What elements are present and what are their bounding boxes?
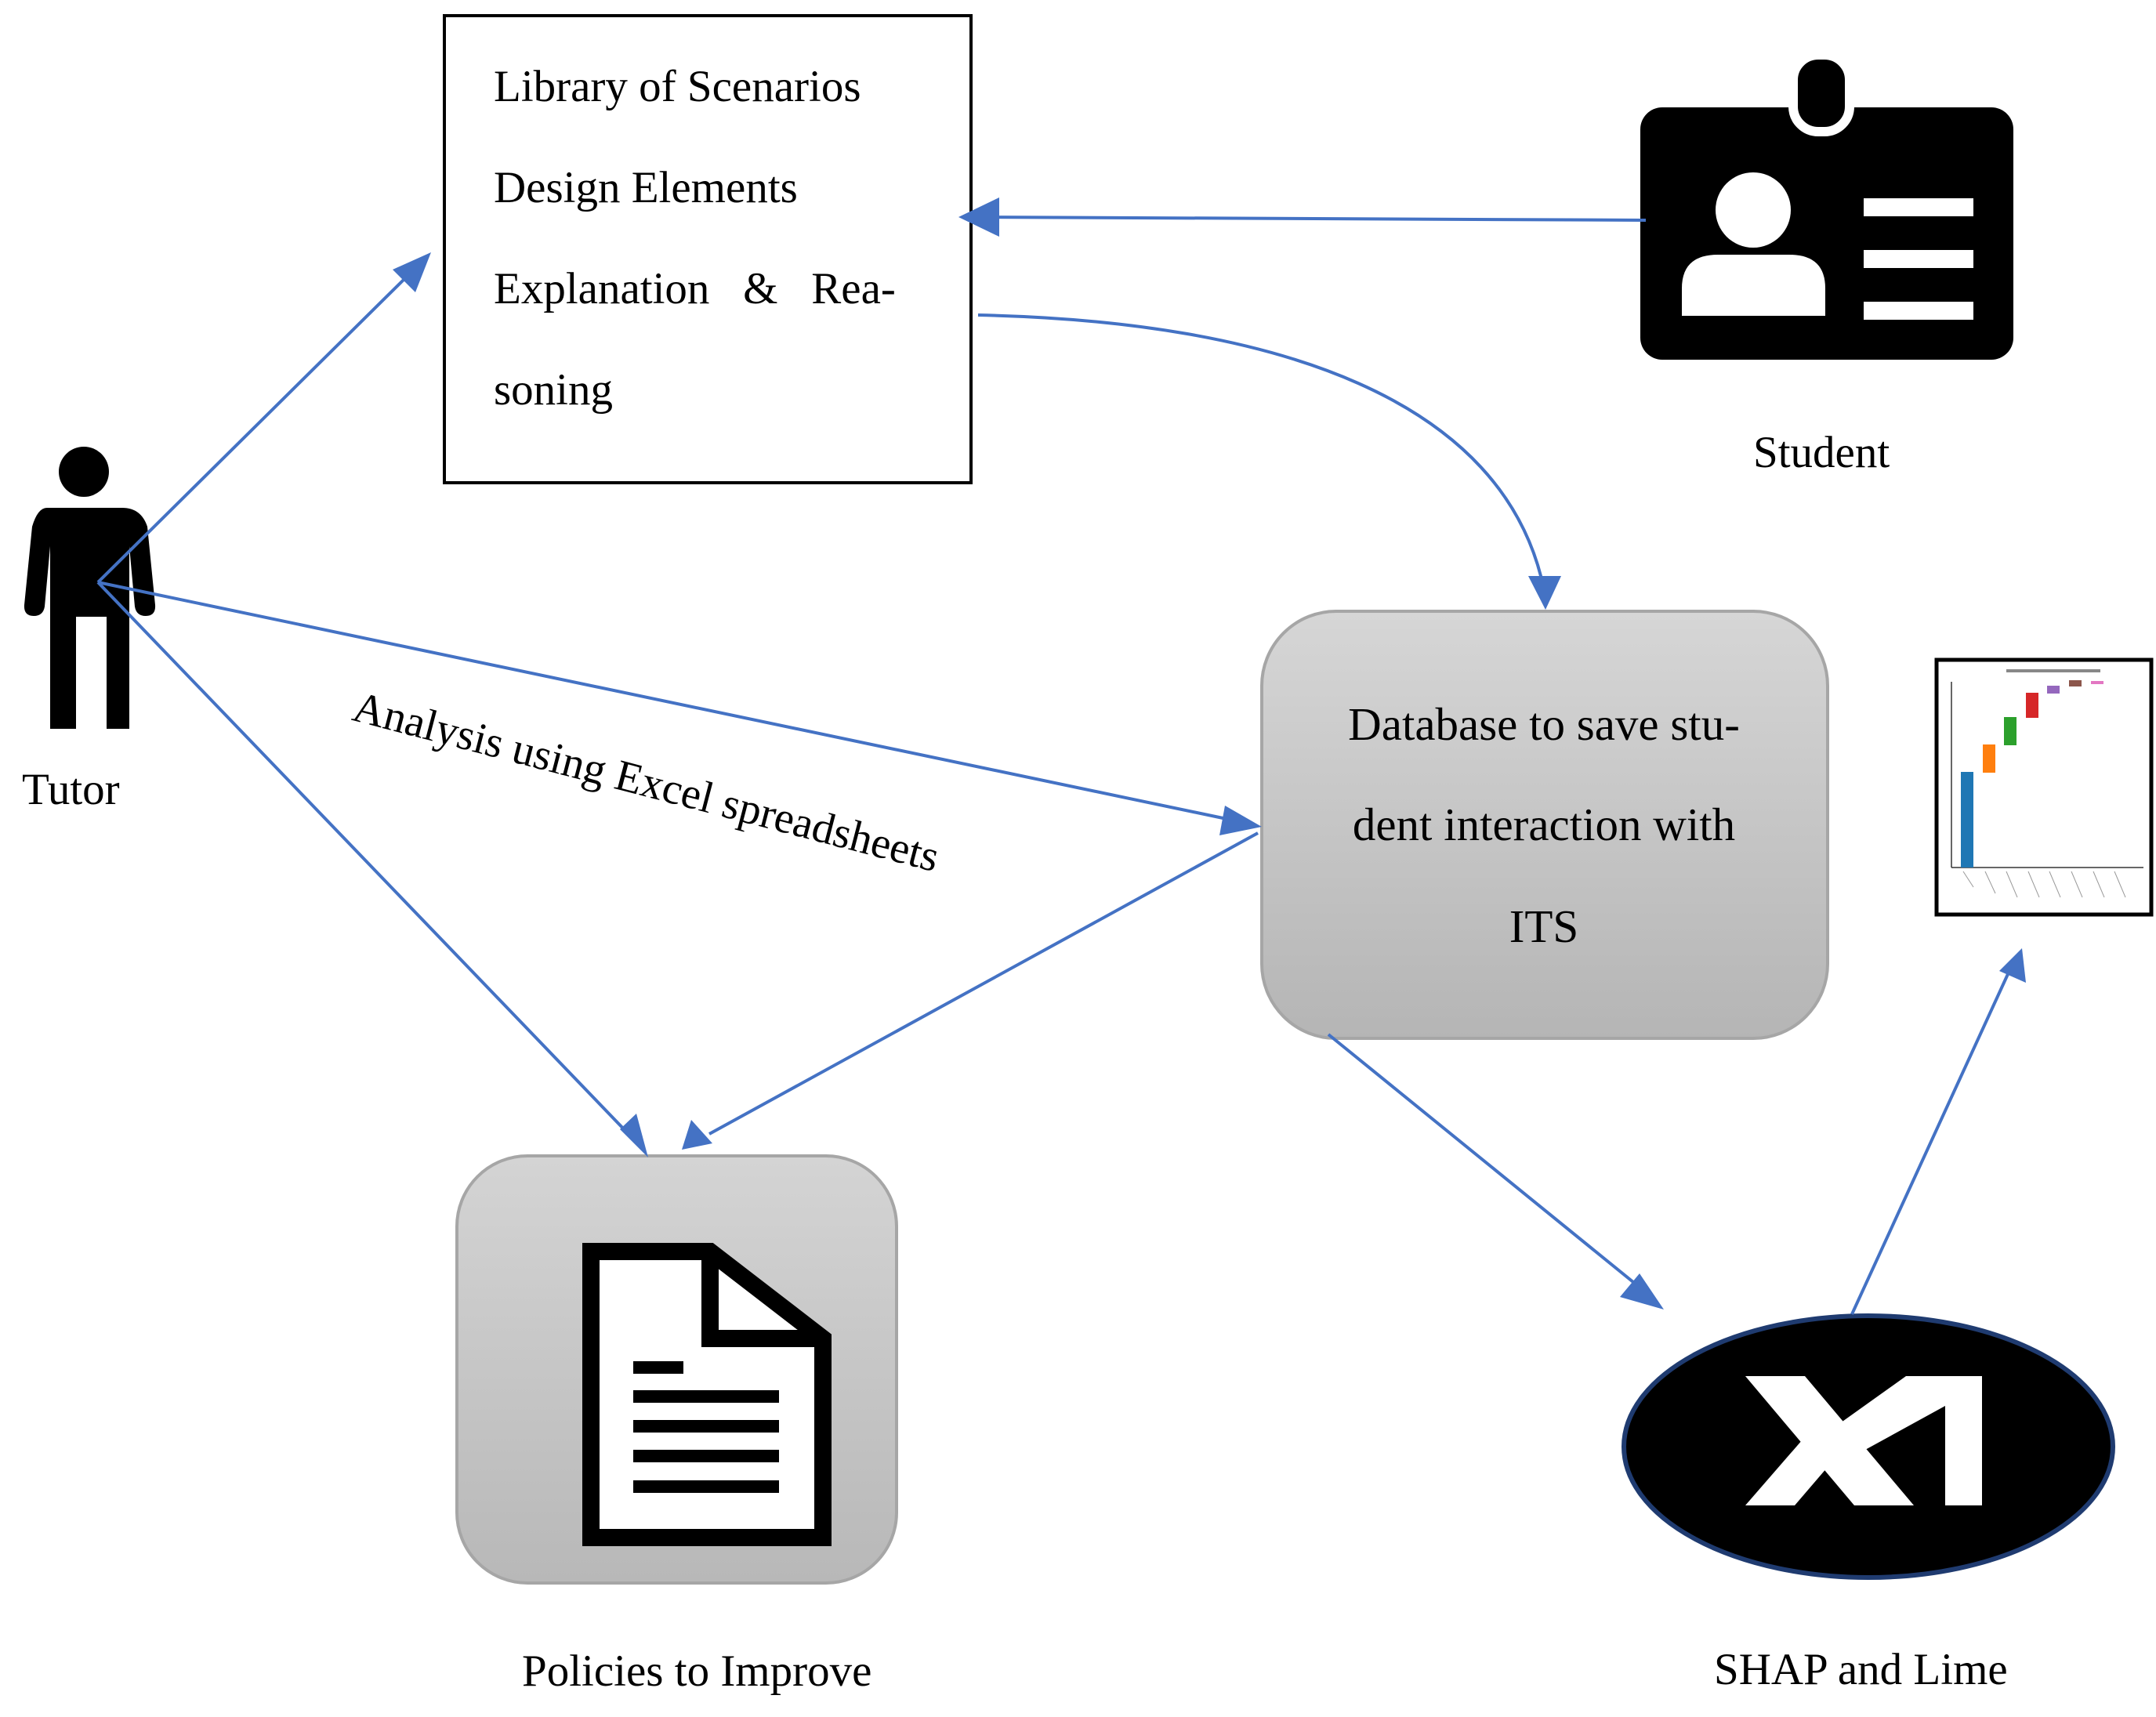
shap-bar <box>2004 717 2016 745</box>
library-box <box>443 14 973 484</box>
student-badge-icon <box>1640 50 2013 360</box>
shap-bar <box>2026 693 2038 718</box>
tutor-label: Tutor <box>22 765 120 814</box>
shap-chart-thumbnail <box>1934 657 2154 917</box>
shap-bar <box>2047 686 2060 694</box>
library-line-4: soning <box>494 365 614 415</box>
arrow-database-to-xai <box>1327 1033 1643 1291</box>
arrow-tutor-to-database <box>97 581 1231 821</box>
shap-bar <box>2069 680 2082 686</box>
database-line-3: ITS <box>1509 900 1579 952</box>
arrow-library-to-database <box>977 313 1545 590</box>
shap-bar <box>1983 744 1995 773</box>
library-line-1: Library of Scenarios <box>494 62 861 111</box>
library-line-3: Explanation & Rea- <box>494 264 896 313</box>
arrow-tutor-to-policies <box>96 581 629 1134</box>
arrow-xai-to-chart <box>1850 973 2009 1315</box>
library-line-2: Design Elements <box>494 163 798 212</box>
student-label: Student <box>1753 428 1890 477</box>
tutor-person-icon <box>24 447 156 729</box>
arrows <box>96 216 2009 1315</box>
database-box <box>1260 610 1829 1040</box>
arrow-database-to-policies <box>708 831 1259 1136</box>
policies-label: Policies to Improve <box>522 1646 872 1696</box>
xai-label: SHAP and Lime <box>1714 1645 2008 1694</box>
shap-bar <box>1961 772 1973 868</box>
document-icon <box>582 1243 832 1546</box>
arrow-student-to-library <box>973 216 1647 222</box>
arrowheads <box>393 197 2026 1309</box>
database-line-2: dent interaction with <box>1352 799 1736 850</box>
shap-bar <box>2091 681 2103 684</box>
xai-logo-icon <box>1622 1313 2115 1580</box>
database-line-1: Database to save stu- <box>1348 698 1740 750</box>
arrow-tutor-to-library <box>96 274 409 584</box>
